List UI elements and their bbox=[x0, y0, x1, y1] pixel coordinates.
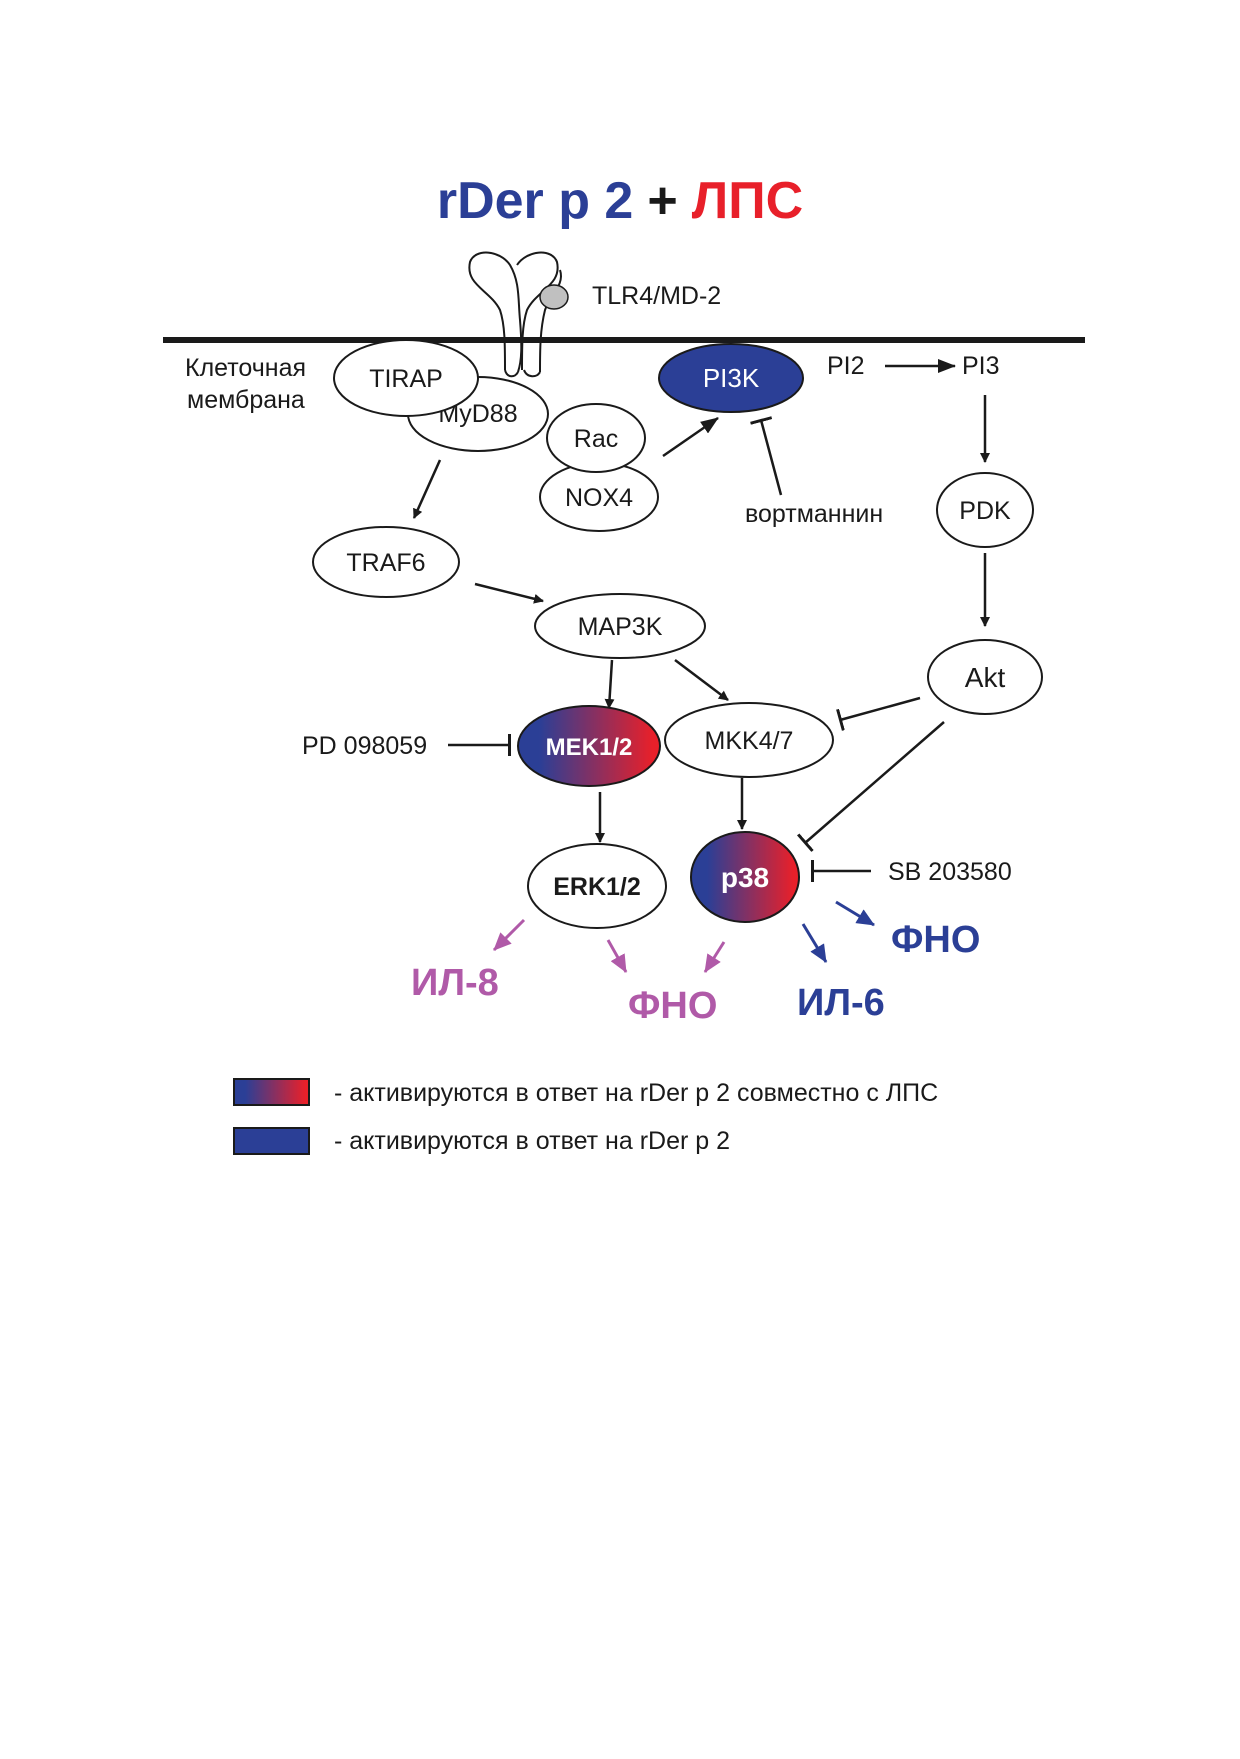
node-traf6: TRAF6 bbox=[312, 526, 460, 598]
node-pi3k: PI3K bbox=[658, 343, 804, 413]
legend-swatch-gradient bbox=[233, 1078, 310, 1106]
node-pdk-label: PDK bbox=[959, 497, 1011, 525]
node-map3k: MAP3K bbox=[534, 593, 706, 659]
edge-nox4-pi3k bbox=[662, 416, 719, 458]
node-mkk47-label: MKK4/7 bbox=[705, 727, 794, 755]
node-p38-label: p38 bbox=[721, 862, 769, 893]
edge-akt-p38 bbox=[797, 721, 945, 852]
md2-ball-icon bbox=[539, 284, 569, 310]
node-mkk47: MKK4/7 bbox=[664, 702, 834, 778]
edge-akt-mkk bbox=[836, 696, 921, 731]
node-nox4-label: NOX4 bbox=[565, 484, 633, 512]
node-erk12: ERK1/2 bbox=[527, 843, 667, 929]
lipid-pi3-label: PI3 bbox=[962, 352, 1000, 380]
legend-text-combined: - активируются в ответ на rDer p 2 совме… bbox=[334, 1079, 938, 1107]
tlr4-receptor-icon bbox=[468, 251, 569, 378]
edge-myd88-traf6 bbox=[412, 459, 442, 519]
edge-p38-il6 bbox=[801, 923, 828, 963]
legend: - активируются в ответ на rDer p 2 совме… bbox=[233, 1078, 938, 1155]
edge-p38-tnf-pink bbox=[703, 941, 726, 973]
output-il8-label: ИЛ-8 bbox=[411, 962, 499, 1004]
edge-map3k-mek bbox=[604, 659, 615, 709]
edge-p38-tnf-blue bbox=[835, 900, 875, 927]
edge-erk-il8 bbox=[492, 918, 526, 952]
node-rac-label: Rac bbox=[574, 425, 618, 453]
inhibitor-wortmannin-label: вортманнин bbox=[745, 500, 883, 528]
output-il6-label: ИЛ-6 bbox=[797, 982, 885, 1024]
title-plus: + bbox=[647, 172, 677, 230]
membrane-label-line1: Клеточная bbox=[185, 354, 306, 382]
node-tirap-label: TIRAP bbox=[369, 365, 443, 393]
title-part2: ЛПС bbox=[692, 172, 803, 230]
node-mek12: MEK1/2 bbox=[517, 705, 661, 787]
membrane-label-line2: мембрана bbox=[187, 386, 305, 414]
node-akt: Akt bbox=[927, 639, 1043, 715]
lipid-pi2-label: PI2 bbox=[827, 352, 865, 380]
edge-wortmannin-pi3k bbox=[750, 416, 783, 496]
node-mek12-label: MEK1/2 bbox=[546, 734, 633, 761]
output-tnf-erk-label: ФНО bbox=[628, 985, 717, 1027]
node-tirap: TIRAP bbox=[333, 339, 479, 417]
title-part1: rDer p 2 bbox=[437, 172, 634, 230]
legend-swatch-blue bbox=[233, 1127, 310, 1155]
node-traf6-label: TRAF6 bbox=[346, 549, 425, 577]
node-nox4: NOX4 bbox=[539, 462, 659, 532]
node-rac: Rac bbox=[546, 403, 646, 473]
legend-text-rder: - активируются в ответ на rDer p 2 bbox=[334, 1127, 730, 1155]
node-akt-label: Akt bbox=[965, 662, 1006, 693]
inhibitor-pd-label: PD 098059 bbox=[302, 732, 427, 760]
node-erk12-label: ERK1/2 bbox=[553, 873, 641, 901]
edge-map3k-mkk bbox=[674, 659, 729, 701]
diagram-title: rDer p 2+ ЛПС bbox=[437, 172, 803, 230]
inhibitor-sb-label: SB 203580 bbox=[888, 858, 1012, 886]
node-map3k-label: MAP3K bbox=[578, 613, 663, 641]
node-pdk: PDK bbox=[936, 472, 1034, 548]
node-pi3k-label: PI3K bbox=[703, 363, 760, 393]
output-tnf-p38-label: ФНО bbox=[891, 919, 980, 961]
edge-traf6-map3k bbox=[474, 582, 544, 604]
tlr4-label: TLR4/MD-2 bbox=[592, 282, 721, 310]
node-p38: p38 bbox=[690, 831, 800, 923]
edge-erk-tnf bbox=[606, 939, 628, 973]
